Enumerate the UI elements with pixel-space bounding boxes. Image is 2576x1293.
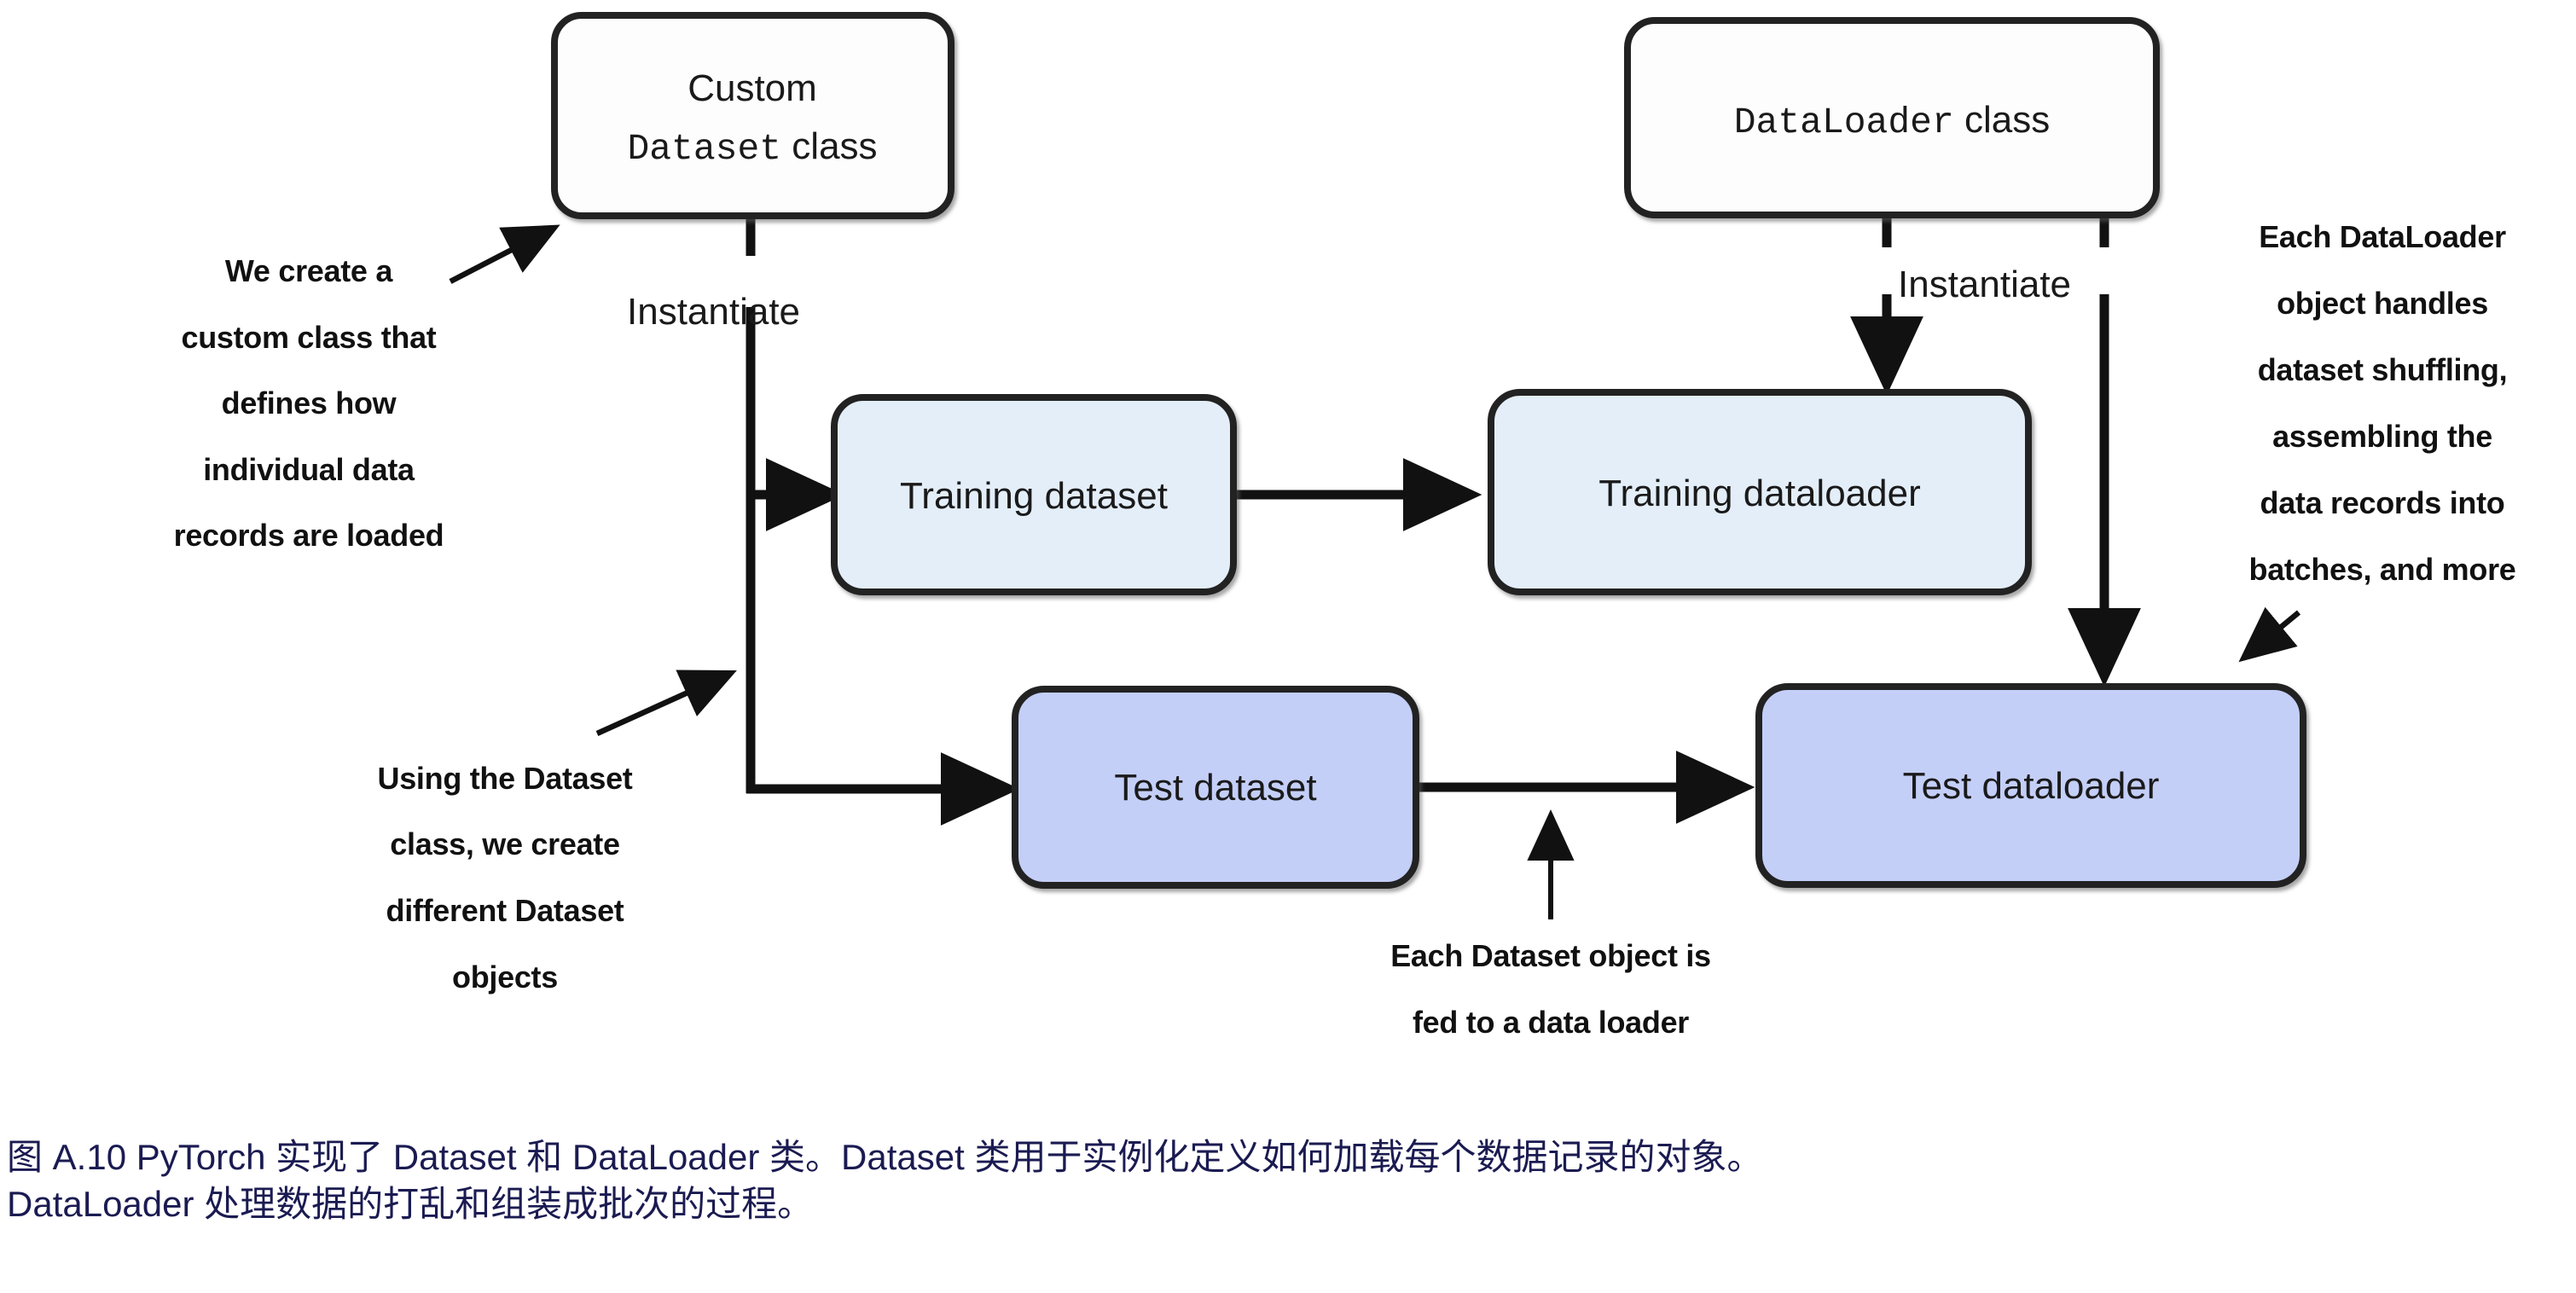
node-dataloader-class[interactable]: DataLoader class bbox=[1624, 17, 2160, 218]
custom-dataset-class-plain: class bbox=[781, 125, 877, 167]
node-training-dataloader[interactable]: Training dataloader bbox=[1488, 389, 2032, 595]
annotation-left-top: We create a custom class that defines ho… bbox=[174, 224, 560, 553]
annotation-left-bottom: Using the Dataset class, we create diffe… bbox=[378, 670, 737, 994]
edge-instantiate-left: Instantiate bbox=[627, 213, 1020, 826]
pytorch-dataset-dataloader-diagram: Instantiate Instantiate Custom Da bbox=[174, 12, 2516, 1040]
custom-dataset-class-line2: Dataset class bbox=[627, 125, 877, 170]
custom-dataset-class-line1: Custom bbox=[688, 67, 817, 109]
dataloader-class-label: DataLoader class bbox=[1734, 99, 2051, 143]
annotation-right-line-3: assembling the bbox=[2272, 419, 2492, 454]
annotation-right: Each DataLoader object handles dataset s… bbox=[2238, 219, 2516, 663]
node-test-dataset[interactable]: Test dataset bbox=[1012, 686, 1419, 889]
annotation-left-bottom-arrow bbox=[595, 670, 737, 736]
annotation-bottom-line-1: fed to a data loader bbox=[1413, 1005, 1689, 1040]
node-training-dataset[interactable]: Training dataset bbox=[831, 394, 1237, 595]
instantiate-left-label: Instantiate bbox=[627, 291, 800, 333]
annotation-left-bottom-line-3: objects bbox=[452, 960, 558, 994]
dataloader-class-mono: DataLoader bbox=[1734, 101, 1954, 143]
annotation-left-top-line-1: custom class that bbox=[181, 320, 436, 355]
custom-dataset-class-mono: Dataset bbox=[627, 128, 781, 170]
annotation-bottom-center: Each Dataset object is fed to a data loa… bbox=[1390, 809, 1711, 1040]
annotation-left-top-arrow bbox=[449, 224, 560, 284]
test-dataset-label: Test dataset bbox=[1114, 767, 1316, 809]
training-dataset-label: Training dataset bbox=[900, 475, 1168, 517]
annotation-left-top-line-0: We create a bbox=[225, 253, 393, 288]
annotation-right-line-4: data records into bbox=[2260, 485, 2505, 520]
annotation-left-top-line-3: individual data bbox=[203, 452, 415, 487]
figure-caption: 图 A.10 PyTorch 实现了 Dataset 和 DataLoader … bbox=[7, 1137, 1763, 1224]
annotation-left-top-line-4: records are loaded bbox=[174, 518, 444, 553]
dataloader-class-plain: class bbox=[1954, 99, 2050, 141]
annotation-right-line-5: batches, and more bbox=[2249, 552, 2516, 587]
annotation-bottom-line-0: Each Dataset object is bbox=[1390, 938, 1711, 973]
annotation-right-line-0: Each DataLoader bbox=[2259, 219, 2506, 254]
instantiate-right-label: Instantiate bbox=[1898, 264, 2071, 305]
node-test-dataloader[interactable]: Test dataloader bbox=[1755, 683, 2306, 888]
training-dataloader-label: Training dataloader bbox=[1598, 473, 1921, 514]
node-custom-dataset-class[interactable]: Custom Dataset class bbox=[551, 12, 954, 219]
annotation-right-line-1: object handles bbox=[2277, 286, 2488, 321]
edge-instantiate-right: Instantiate bbox=[1850, 213, 2141, 687]
test-dataloader-label: Test dataloader bbox=[1903, 765, 2160, 807]
annotation-left-top-line-2: defines how bbox=[222, 386, 397, 420]
annotation-right-line-2: dataset shuffling, bbox=[2258, 352, 2508, 387]
annotation-left-bottom-line-0: Using the Dataset bbox=[378, 761, 633, 796]
annotation-left-bottom-line-2: different Dataset bbox=[386, 893, 624, 928]
annotation-right-arrow bbox=[2238, 606, 2301, 663]
annotation-left-bottom-line-1: class, we create bbox=[390, 826, 619, 861]
